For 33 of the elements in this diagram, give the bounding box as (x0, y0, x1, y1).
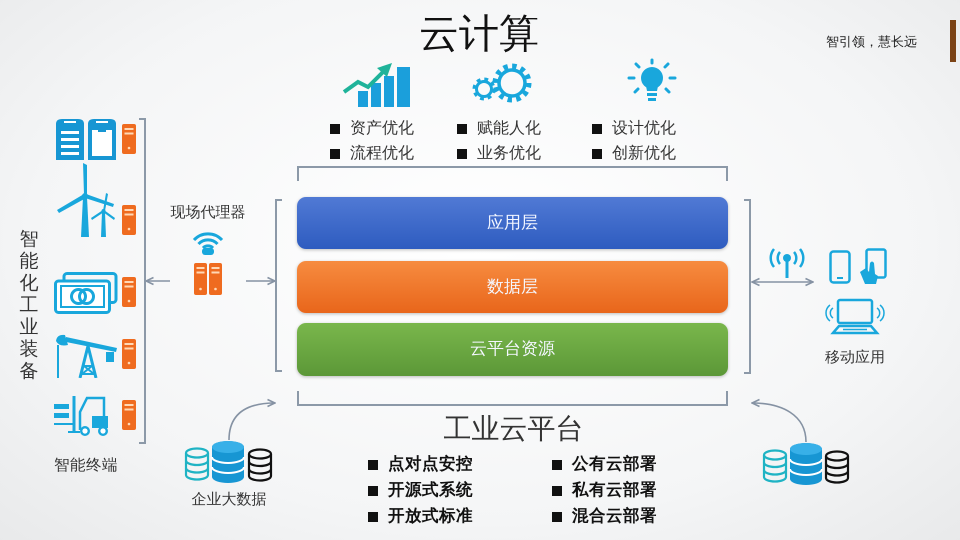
title: 云计算 (419, 10, 539, 58)
list-item: 点对点安控 (388, 454, 473, 474)
list-item: 开源式系统 (388, 480, 473, 500)
agent-node (170, 203, 246, 297)
platform-title: 工业云平台 (444, 412, 584, 446)
layer-bar (297, 197, 728, 249)
arrow (751, 398, 807, 442)
node-label: 企业大数据 (192, 490, 266, 508)
list-item: 资产优化 (350, 118, 414, 138)
group-title: 智能化工业装备 (19, 228, 39, 382)
list-item: 公有云部署 (572, 454, 657, 474)
double-arrow (751, 278, 814, 286)
arrow (228, 398, 276, 440)
group-label: 智能终端 (54, 456, 118, 475)
list-item: 流程优化 (350, 143, 414, 162)
arrow (145, 276, 170, 286)
list-item: 创新优化 (612, 143, 676, 162)
database-node (762, 442, 850, 486)
layer-bar (297, 323, 728, 376)
node-label: 现场代理器 (170, 203, 246, 221)
list-item: 私有云部署 (572, 480, 657, 500)
layer-label: 数据层 (487, 276, 538, 298)
arrow (246, 276, 276, 286)
layer-bar (297, 261, 728, 313)
list-item: 开放式标准 (388, 506, 473, 526)
node-label: 移动应用 (825, 348, 885, 366)
list-item: 业务优化 (477, 143, 541, 162)
layer-label: 云平台资源 (470, 339, 555, 360)
slogan: 智引领，慧长远 (826, 35, 917, 51)
list-item: 混合云部署 (572, 506, 657, 526)
list-item: 设计优化 (612, 118, 676, 138)
list-item: 赋能人化 (477, 118, 541, 138)
layer-label: 应用层 (487, 212, 538, 234)
